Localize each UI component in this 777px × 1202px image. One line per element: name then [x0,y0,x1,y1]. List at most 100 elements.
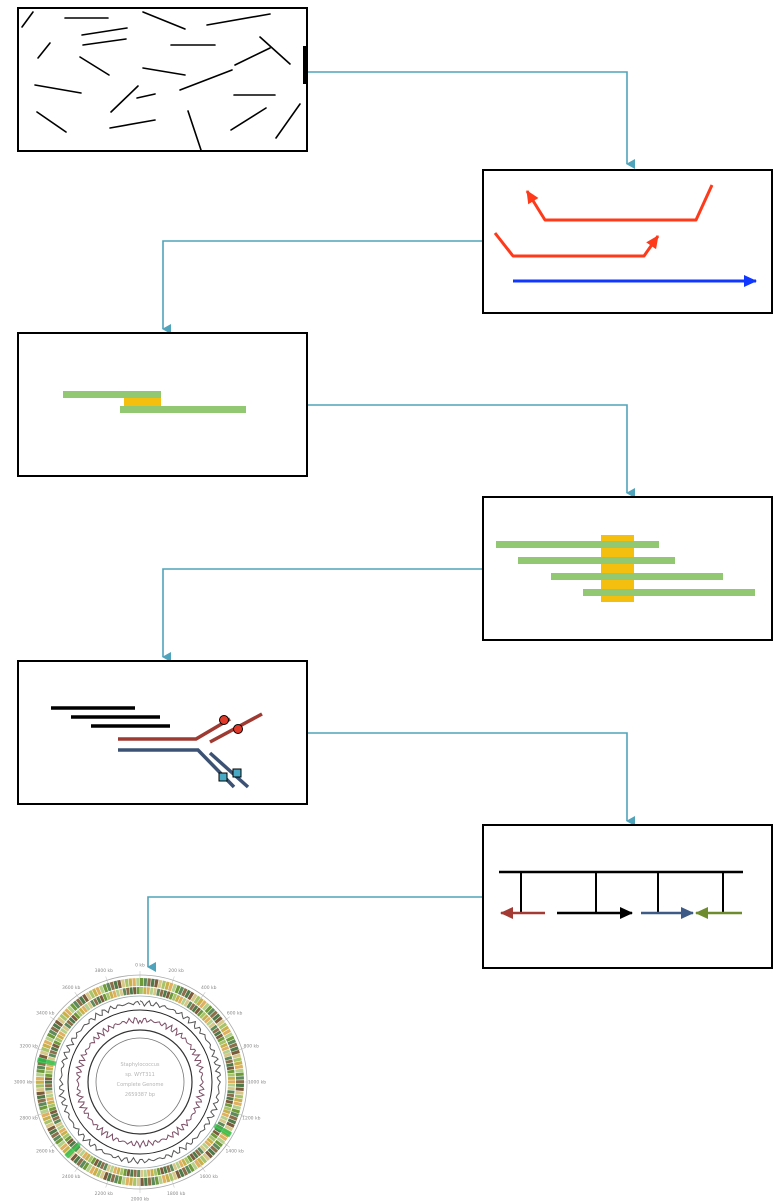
map-gene-feature [102,1163,109,1171]
map-gene-feature [220,1115,228,1121]
contig-read-1 [496,541,659,548]
map-gene-feature [119,988,124,997]
map-gene-feature [64,1008,73,1017]
connector-2-to-3 [162,240,483,334]
map-gene-feature [166,1165,172,1173]
map-gene-feature [151,1176,156,1186]
map-gene-feature [218,1022,228,1030]
map-gene-feature [227,1076,235,1080]
map-gene-feature [82,1161,90,1171]
map-gene-feature [95,986,102,996]
map-gene-feature [122,988,127,996]
map-gene-feature-ring [35,978,244,1186]
map-gene-feature [212,1013,221,1021]
map-gene-feature [212,1027,220,1034]
map-gene-feature [36,1094,46,1100]
map-gene-feature [45,1070,53,1074]
map-gene-highlight [64,1141,82,1159]
map-gene-feature [196,1009,204,1017]
map-gene-feature [79,1149,86,1157]
map-gene-feature [36,1084,45,1088]
map-gene-feature [61,1010,70,1019]
map-gene-feature [224,1102,233,1108]
overlap-read-top [63,391,161,398]
map-gene-feature [230,1111,239,1118]
map-gene-feature [165,1173,171,1183]
map-gene-feature [168,992,174,1000]
map-gene-feature [90,1157,97,1165]
map-tick-label: 2600 kb [36,1148,54,1154]
map-gene-feature [43,1039,53,1046]
map-gene-feature [123,1168,128,1176]
map-gene-feature [84,1153,91,1161]
map-gene-feature [235,1087,244,1092]
map-center-line-2: sp. WYT311 [125,1072,155,1078]
map-gene-feature [215,1033,224,1040]
map-gene-feature [64,1022,72,1029]
map-gene-feature [194,1007,201,1015]
map-gene-feature [146,1169,151,1177]
map-gene-feature [171,983,178,993]
map-gene-feature [221,1046,230,1052]
map-gene-feature [227,1086,235,1091]
step-6-box [482,824,773,969]
map-gene-feature [222,1028,232,1036]
map-tick-label: 3400 kb [36,1011,54,1017]
map-gene-feature [234,1094,244,1099]
step-scaffold-gap-closing [17,660,308,805]
map-gene-feature [199,1155,208,1164]
map-gene-feature [168,1172,174,1182]
map-gene-feature [58,1127,67,1134]
map-gene-feature [140,1169,144,1177]
map-gene-feature [102,993,108,1002]
map-gene-feature [115,989,121,997]
map-gene-feature [235,1083,244,1088]
map-gene-feature [181,1167,189,1176]
map-gene-feature [143,987,147,995]
map-gene-feature [50,1026,60,1033]
map-gene-feature [199,1000,207,1009]
map-gene-feature [154,1176,160,1185]
map-gene-feature [84,1003,91,1011]
map-center-line-4: 2659387 bp [125,1092,155,1098]
map-gene-feature [204,1005,213,1014]
map-gene-highlight [213,1123,233,1138]
map-tick-label: 2800 kb [20,1116,38,1122]
map-gene-feature [70,1153,78,1162]
map-gene-feature [180,997,187,1006]
map-gene-feature [102,1171,109,1181]
map-gene-feature [66,1137,74,1145]
map-gene-feature [54,1037,63,1043]
map-gene-feature [48,1053,57,1058]
flow-connectors [147,71,635,972]
map-gene-feature [191,1005,199,1013]
map-gene-feature [143,1169,148,1177]
connector-6-to-7 [147,896,483,972]
map-gene-feature [45,1122,55,1129]
map-gene-feature [217,1121,226,1127]
map-gene-feature [106,1164,112,1172]
map-gene-feature [218,1039,227,1046]
contig-read-2 [518,557,675,564]
contig-read-4 [583,589,755,596]
map-gene-feature [235,1072,244,1077]
map-gene-feature [116,1167,121,1175]
map-center-line-3: Complete Genome [117,1082,164,1088]
map-gene-feature [108,991,114,999]
map-gene-feature [47,1100,55,1105]
map-gene-feature [157,979,163,989]
map-gene-feature [87,1155,94,1163]
map-gene-feature [95,1168,103,1178]
map-gene-feature [78,995,87,1005]
map-gene-feature [202,1152,211,1162]
map-gene-feature [125,1177,130,1186]
map-gene-feature [66,1019,74,1027]
map-gene-feature [202,1002,210,1011]
map-gene-feature [132,987,137,995]
connector-1-to-2 [307,71,635,169]
map-gene-feature [126,1169,131,1177]
map-gene-feature [207,1007,216,1016]
map-gene-feature [59,1143,68,1151]
